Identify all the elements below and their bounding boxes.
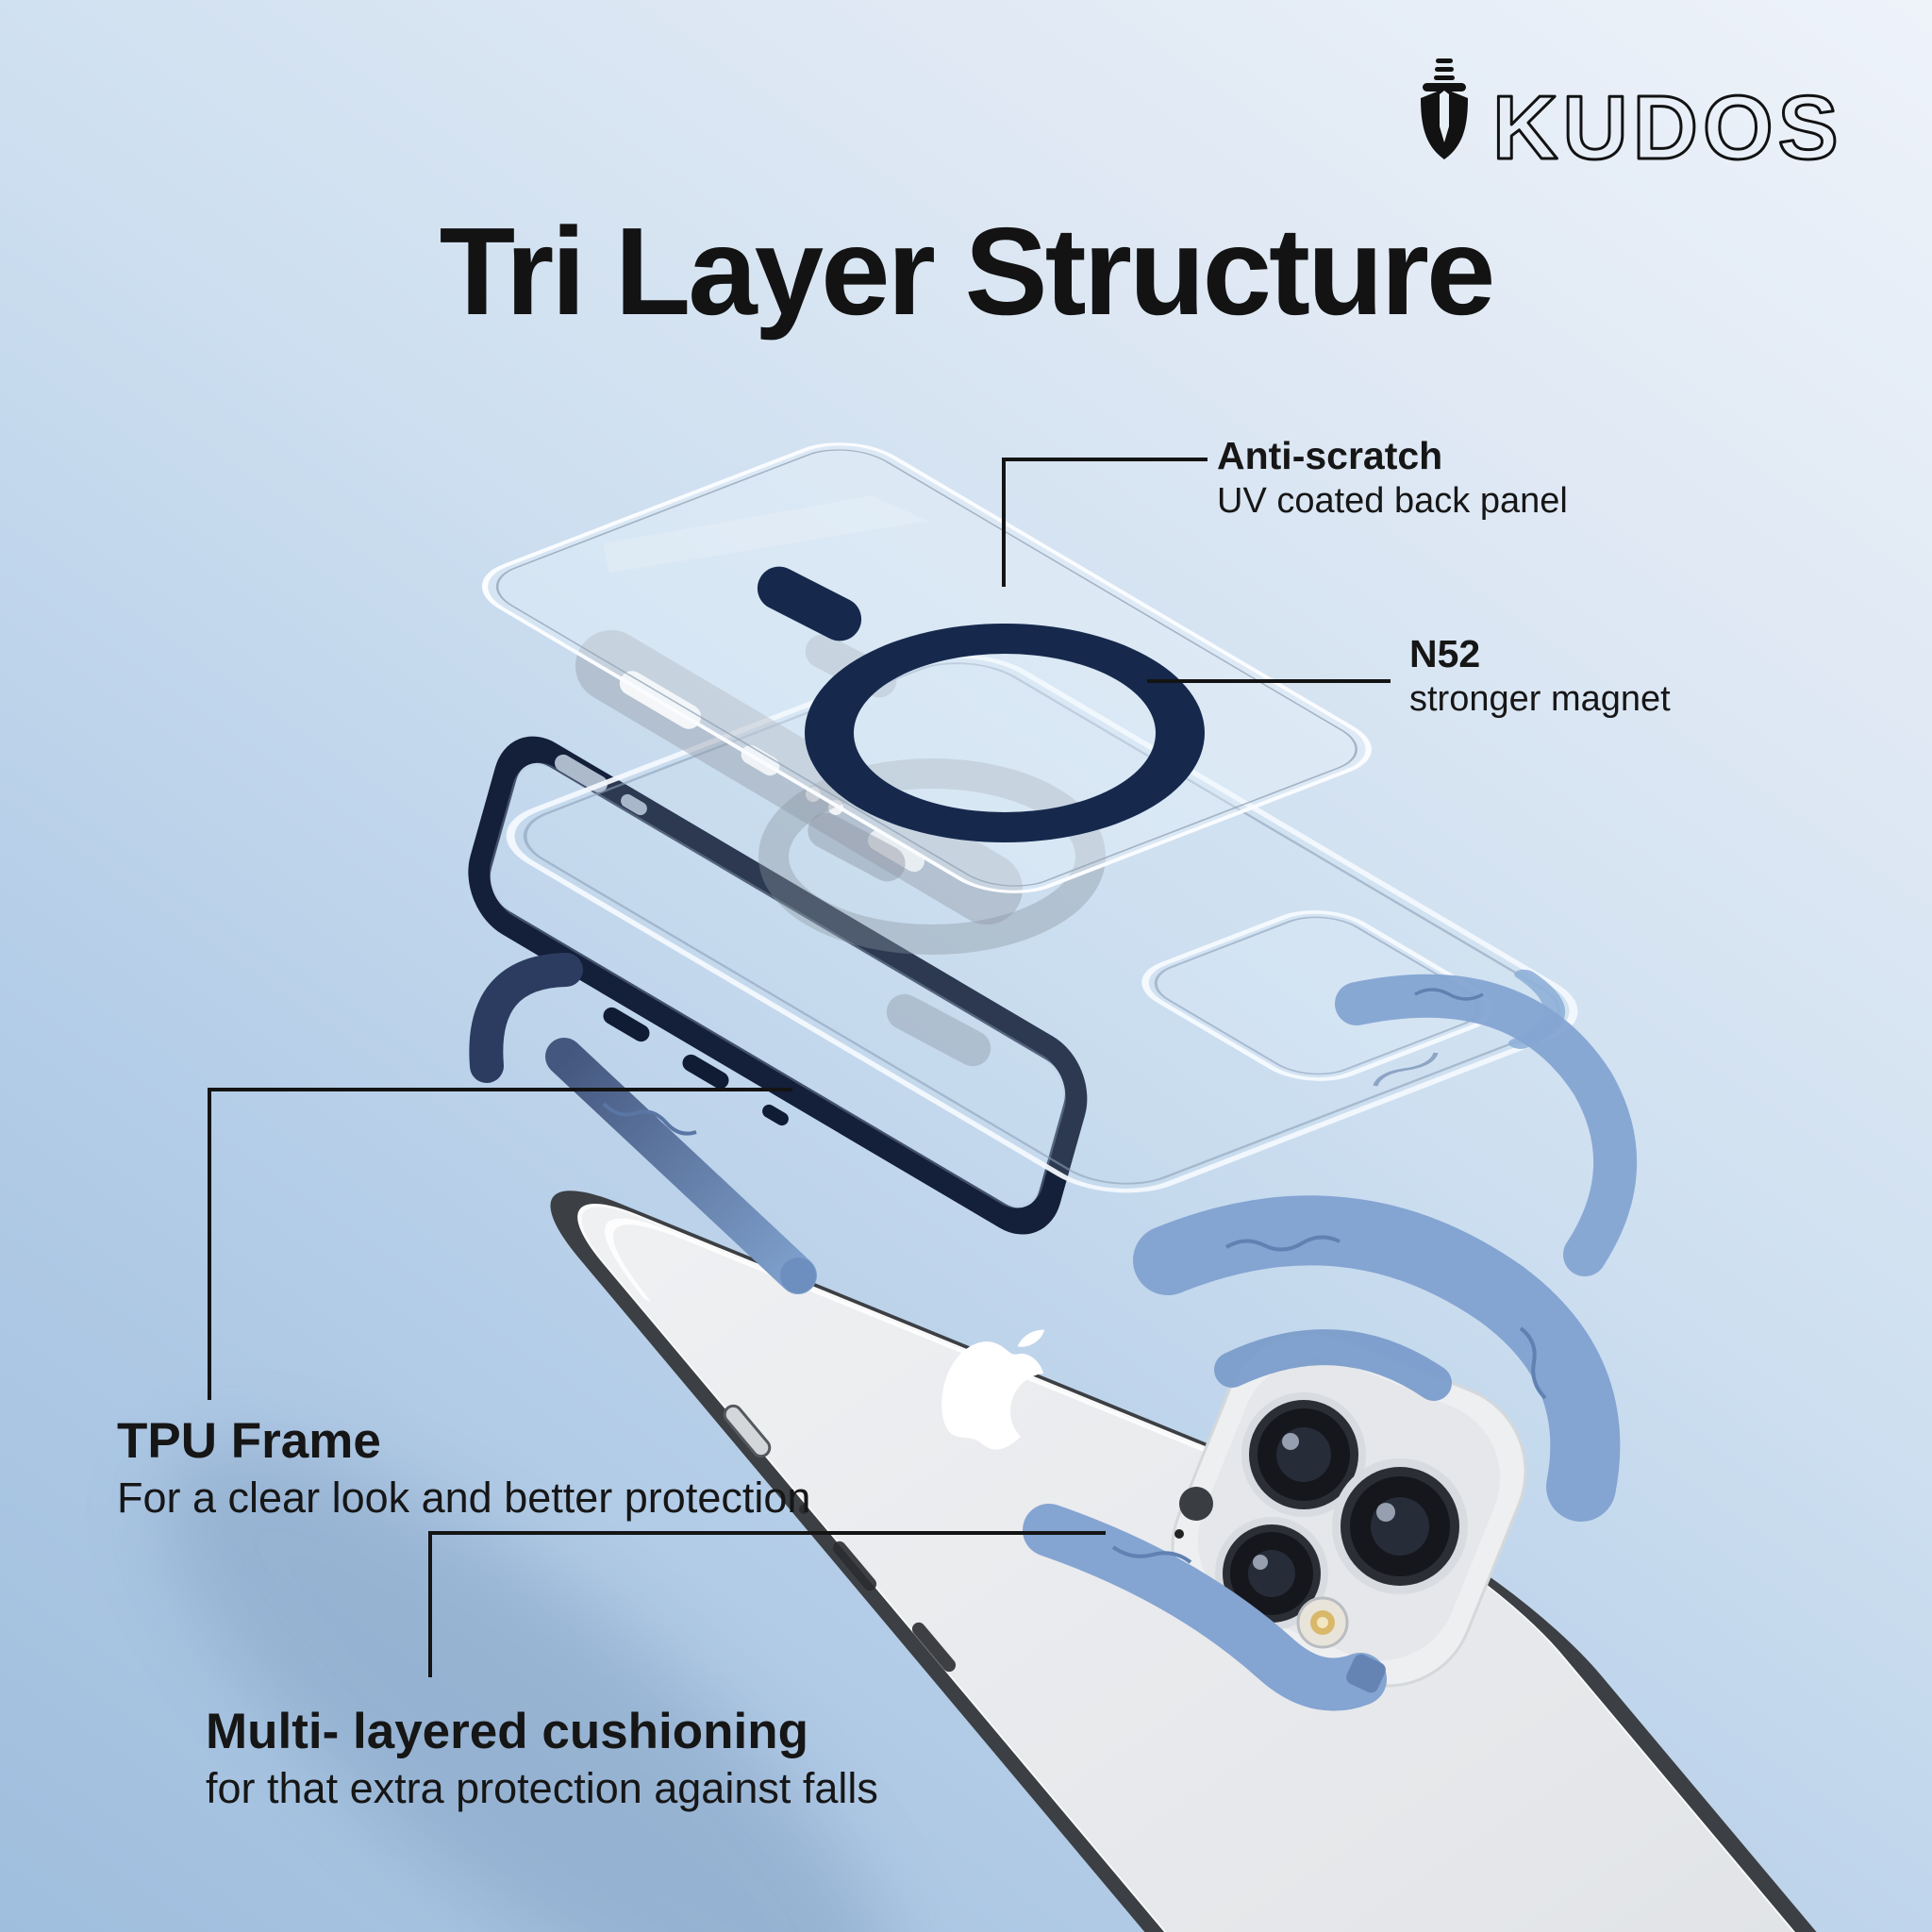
clear-frame <box>506 654 1578 1193</box>
callout-description: UV coated back panel <box>1217 481 1568 521</box>
page-title: Tri Layer Structure <box>439 202 1496 341</box>
cushion-wave-texture <box>1519 1326 1547 1400</box>
callout-description: for that extra protection against falls <box>206 1764 878 1812</box>
callout-tpu-frame: TPU Frame For a clear look and better pr… <box>117 1411 810 1525</box>
side-button <box>911 1622 957 1673</box>
callout-description: stronger magnet <box>1409 679 1671 719</box>
frame-wave-texture <box>1373 1052 1439 1087</box>
callout-lines <box>208 458 1391 1677</box>
sword-shield-icon <box>1421 58 1468 159</box>
camera-mic-dot <box>1179 1487 1213 1521</box>
phone-edge-highlight <box>605 1218 1407 1535</box>
tpu-frame <box>468 736 1088 1235</box>
brand-logo: KUDOS <box>1421 58 1843 180</box>
phone-shadow <box>159 1441 897 1932</box>
frame-volume-button <box>682 1054 729 1090</box>
apple-logo <box>941 1329 1045 1450</box>
cushion-corner-hook <box>469 953 583 1083</box>
cushion-corner-top-right <box>1335 974 1638 1276</box>
callout-heading: Multi- layered cushioning <box>206 1704 809 1759</box>
sim-tray <box>723 1404 772 1458</box>
cushion-wave-texture <box>1224 1235 1341 1252</box>
callout-line-anti-scratch <box>1002 458 1208 587</box>
callout-n52-magnet: N52 stronger magnet <box>1409 630 1671 722</box>
brand-wordmark: KUDOS <box>1492 77 1843 178</box>
flash-led <box>1296 1596 1349 1649</box>
frame-power-button <box>762 1104 789 1126</box>
cushion-bottom-hook <box>1023 1504 1387 1711</box>
camera-lens <box>1241 1392 1366 1517</box>
callout-anti-scratch: Anti-scratch UV coated back panel <box>1217 432 1568 524</box>
glass-shine <box>603 495 929 574</box>
cushion-wave-texture <box>1111 1545 1192 1564</box>
callout-description: For a clear look and better protection <box>117 1474 811 1522</box>
ghost-reflections <box>575 630 1106 1067</box>
callout-line-tpu <box>208 1088 792 1400</box>
cushion-left-rail <box>469 953 817 1294</box>
frame-slot <box>621 793 647 816</box>
frame-slot <box>555 754 608 793</box>
cushion-camera-bracket <box>1133 1195 1621 1522</box>
rim-mic-dot <box>799 1505 808 1514</box>
cushion-wave-texture <box>1414 988 1484 1001</box>
camera-lens <box>1332 1458 1468 1594</box>
side-button <box>832 1541 877 1591</box>
callout-heading: TPU Frame <box>117 1413 381 1469</box>
callout-heading: N52 <box>1409 632 1481 675</box>
frame-volume-button <box>603 1007 650 1042</box>
camera-sensor-dot <box>1174 1529 1184 1539</box>
magnet-alignment-bar <box>757 566 862 641</box>
cushion-wave-texture <box>602 1102 697 1136</box>
callout-cushioning: Multi- layered cushioning for that extra… <box>206 1702 878 1816</box>
callout-line-cushioning <box>428 1531 1106 1677</box>
callout-heading: Anti-scratch <box>1217 434 1443 477</box>
